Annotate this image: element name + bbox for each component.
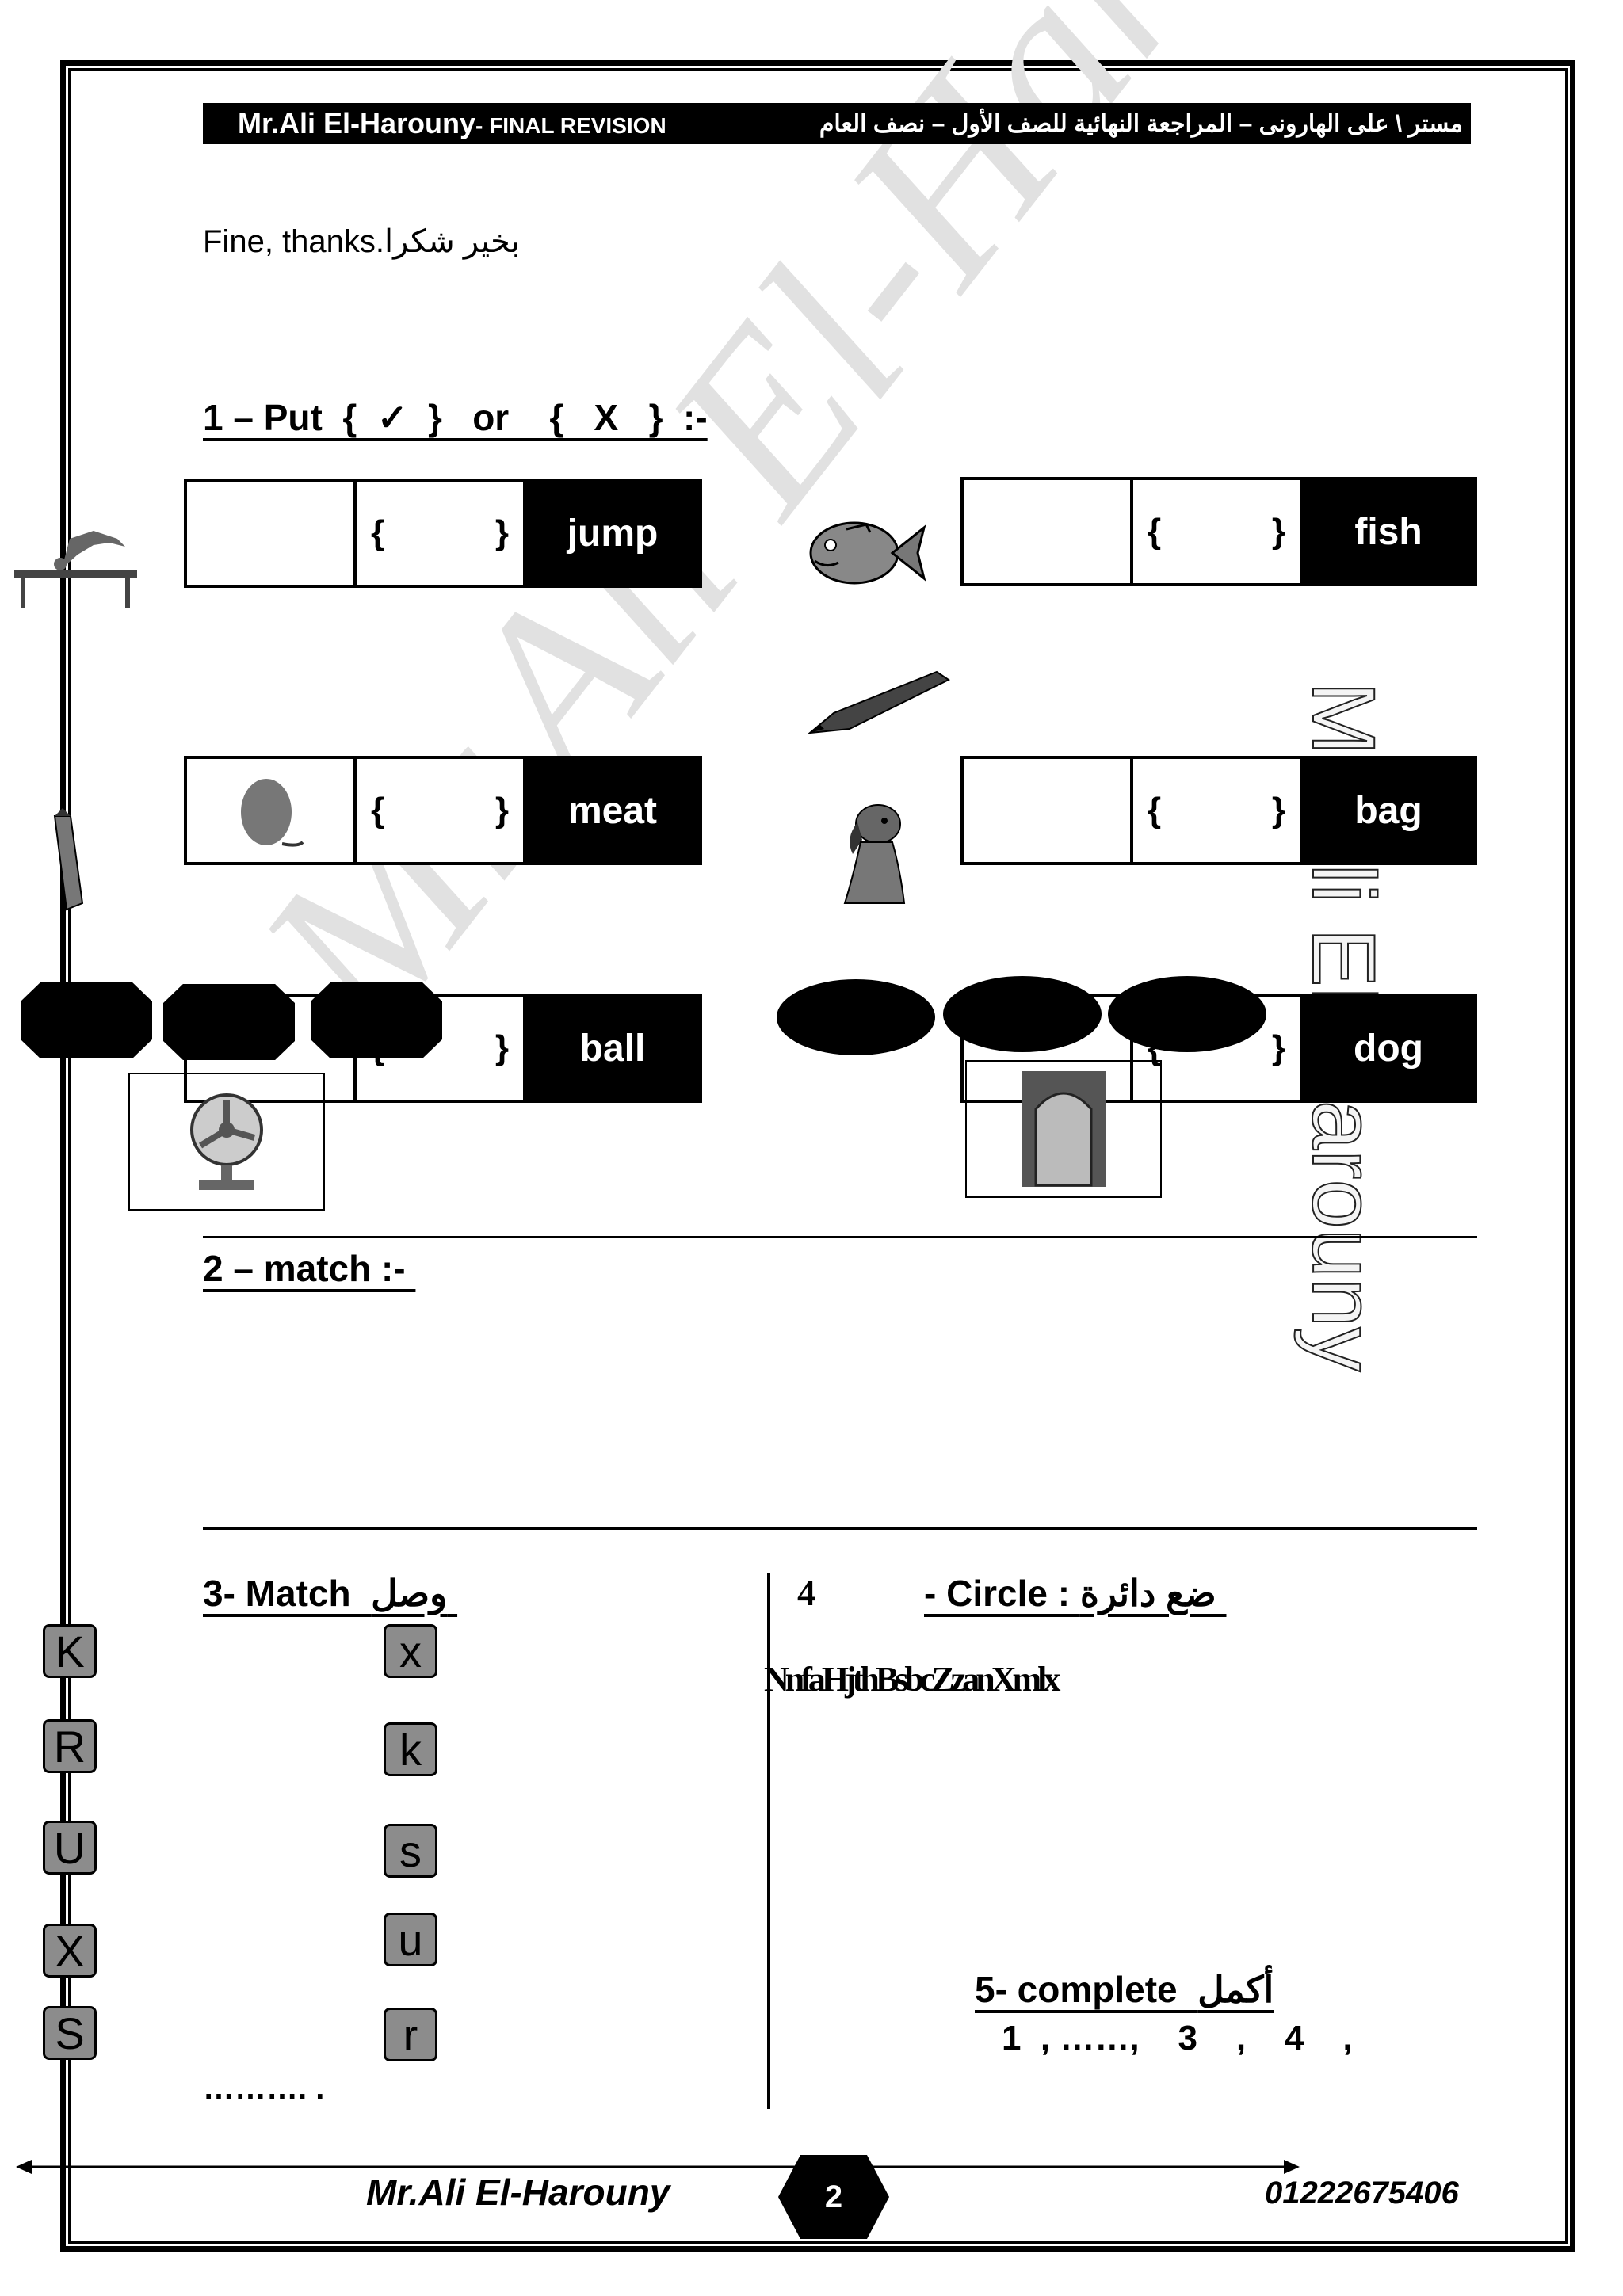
black-shape (163, 984, 295, 1060)
word-label: ball (526, 997, 699, 1100)
divider (203, 1527, 1477, 1530)
brace-cell[interactable]: { } (1133, 480, 1303, 583)
brace-open: { (1148, 512, 1162, 551)
word-label: bag (1303, 759, 1474, 862)
door-picture (965, 1060, 1162, 1198)
answer-box[interactable] (964, 997, 1133, 1100)
item-row-meat: { } meat (184, 756, 702, 865)
fish-icon (809, 521, 926, 585)
page-frame-outer (60, 60, 1575, 2252)
capital-letter-box[interactable]: U (43, 1821, 97, 1875)
word-label: jump (526, 482, 699, 585)
black-shape (777, 979, 935, 1055)
small-letter-box[interactable]: u (384, 1913, 437, 1966)
brace-close: } (495, 1028, 509, 1067)
door-icon (1022, 1071, 1106, 1187)
header-arabic: مستر \ على الهارونى – المراجعة النهائية … (819, 110, 1463, 137)
black-shape (311, 982, 442, 1058)
header-left: Mr.Ali El-Harouny- FINAL REVISION (238, 107, 666, 140)
brace-cell[interactable]: { } (357, 482, 526, 585)
item-row-bag: { } bag (960, 756, 1477, 865)
brace-close: } (495, 513, 509, 552)
brace-close: } (1271, 791, 1285, 830)
brace-open: { (371, 513, 385, 552)
small-letter-box[interactable]: k (384, 1722, 437, 1776)
circle-letters[interactable]: NnfaHjthBsbcZzanXmlx (764, 1660, 1060, 1699)
word-label: fish (1303, 480, 1474, 583)
capital-letter-box[interactable]: S (43, 2006, 97, 2060)
dog-icon (843, 804, 906, 904)
brace-open: { (371, 791, 385, 830)
gymnast-icon (14, 531, 137, 608)
section1-title: 1 – Put { ✓ } or { X } :- (203, 397, 708, 438)
header-bar: Mr.Ali El-Harouny- FINAL REVISION مستر \… (203, 103, 1471, 144)
brace-close: } (1271, 1028, 1285, 1067)
answer-box[interactable] (187, 482, 357, 585)
brace-cell[interactable]: { } (357, 759, 526, 862)
header-author: Mr.Ali El-Harouny (238, 107, 476, 139)
fan-icon (190, 1093, 263, 1190)
word-label: meat (526, 759, 699, 862)
section4-title: - Circle : ضع دائرة (924, 1573, 1227, 1614)
item-row-fish: { } fish (960, 477, 1477, 586)
answer-box[interactable] (964, 759, 1133, 862)
brace-open: { (1148, 791, 1162, 830)
black-shape (21, 982, 152, 1058)
word-label: dog (1303, 997, 1474, 1100)
footer-arrow-line (16, 2160, 1300, 2174)
small-letter-box[interactable]: r (384, 2008, 437, 2061)
divider (203, 1236, 1477, 1238)
footer-author: Mr.Ali El-Harouny (366, 2172, 670, 2213)
header-subtitle: - FINAL REVISION (475, 113, 666, 138)
capital-letter-box[interactable]: K (43, 1624, 97, 1678)
small-letter-box[interactable]: s (384, 1824, 437, 1878)
section2-title: 2 – match :- (203, 1248, 416, 1289)
black-shape (943, 976, 1102, 1052)
brace-cell[interactable]: { } (1133, 759, 1303, 862)
section5-title: 5- complete أكمل (975, 1969, 1274, 2010)
capital-letter-box[interactable]: X (43, 1924, 97, 1978)
capital-letter-box[interactable]: R (43, 1719, 97, 1773)
number-sequence: 1 , ……, 3 , 4 , (1002, 2019, 1353, 2058)
answer-box[interactable] (187, 759, 357, 862)
footer-phone: 01222675406 (1265, 2176, 1459, 2210)
black-shape (1108, 976, 1266, 1052)
brace-close: } (1271, 512, 1285, 551)
section3-title: 3- Match وصل (203, 1573, 458, 1614)
answer-dots: ………. . (203, 2071, 325, 2106)
greeting-text: Fine, thanks.بخير شكرا (203, 224, 521, 259)
egg-icon (241, 779, 304, 847)
column-divider (767, 1573, 770, 2109)
small-letter-box[interactable]: x (384, 1624, 437, 1678)
crayon-icon (53, 808, 84, 911)
item-row-jump: { } jump (184, 479, 702, 588)
fan-picture (128, 1073, 325, 1211)
section4-number: 4 (797, 1573, 815, 1613)
brace-close: } (495, 791, 509, 830)
answer-box[interactable] (964, 480, 1133, 583)
pen-icon (807, 670, 950, 734)
page-frame-inner (68, 68, 1568, 2244)
page-number: 2 (778, 2155, 889, 2239)
